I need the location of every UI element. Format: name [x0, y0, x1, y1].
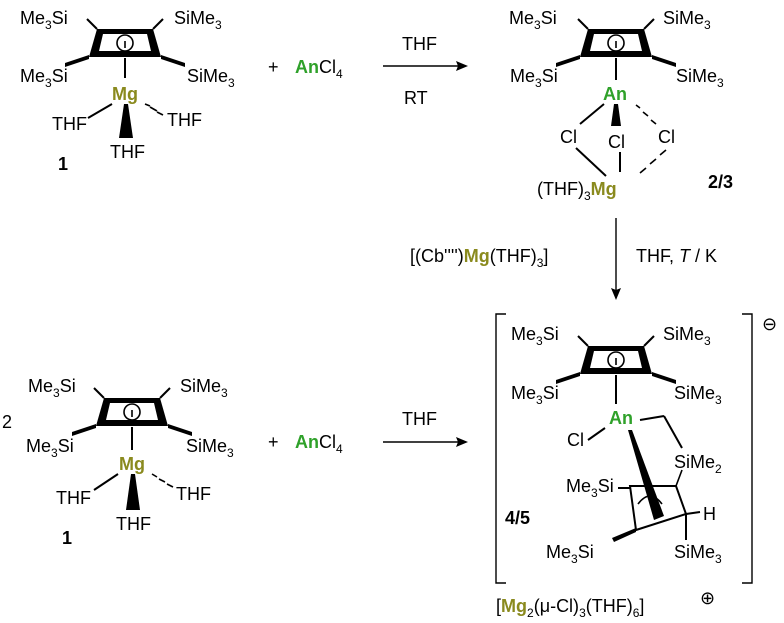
sime2-label: SiMe2 — [674, 452, 722, 476]
reaction-arrow-3: THF — [383, 409, 468, 447]
me3si-label: Me3Si — [546, 542, 594, 566]
plus-sign: + — [268, 57, 279, 77]
cl-atom: Cl — [567, 430, 584, 450]
me3si-label: Me3Si — [511, 324, 559, 348]
me3si-label: Me3Si — [511, 383, 559, 407]
sime3-label: SiMe3 — [187, 66, 235, 90]
sime3-label: SiMe3 — [174, 8, 222, 32]
an-atom: An — [603, 84, 627, 104]
sime3-label: SiMe3 — [186, 436, 234, 460]
compound-2-3: Me3Si SiMe3 Me3Si SiMe3 An Cl Cl Cl (THF… — [509, 8, 733, 203]
me3si-label: Me3Si — [28, 376, 76, 400]
plus-sign: + — [268, 432, 279, 452]
reaction-arrow-1: THF RT — [383, 34, 468, 108]
compound-number: 2/3 — [708, 172, 733, 192]
thf-ligand: THF — [167, 110, 202, 130]
me3si-label: Me3Si — [566, 476, 614, 500]
ancl4-reagent: AnCl4 — [295, 432, 343, 456]
an-atom: An — [609, 408, 633, 428]
cation-formula: [Mg2(μ-Cl)3(THF)6] — [496, 596, 644, 620]
sime3-label: SiMe3 — [674, 542, 722, 566]
me3si-label: Me3Si — [510, 66, 558, 90]
sime3-label: SiMe3 — [674, 383, 722, 407]
counter-cation: [Mg2(μ-Cl)3(THF)6] ⊕ — [496, 588, 715, 620]
left-bracket — [495, 313, 506, 584]
solvent-label: THF — [402, 409, 437, 429]
sime3-label: SiMe3 — [663, 324, 711, 348]
me3si-label: Me3Si — [26, 436, 74, 460]
temperature-label: RT — [404, 88, 428, 108]
anion-charge: ⊖ — [762, 314, 777, 334]
compound-1-top: Me3Si SiMe3 Me3Si SiMe3 Mg THF THF THF 1 — [20, 8, 235, 174]
me3si-label: Me3Si — [509, 8, 557, 32]
thf-ligand: THF — [116, 514, 151, 534]
solvent-label: THF — [402, 34, 437, 54]
sime3-label: SiMe3 — [676, 66, 724, 90]
compound-number: 1 — [58, 154, 68, 174]
h-atom: H — [703, 504, 716, 524]
sime3-label: SiMe3 — [180, 376, 228, 400]
sime3-label: SiMe3 — [663, 8, 711, 32]
cl-atom: Cl — [658, 127, 675, 147]
cl-atom: Cl — [608, 132, 625, 152]
thf-ligand: THF — [110, 142, 145, 162]
mg-atom: Mg — [112, 84, 138, 104]
me3si-label: Me3Si — [20, 8, 68, 32]
reagent-label: [(Cb'''')Mg(THF)3] — [410, 246, 548, 270]
thf3-label: (THF)3Mg — [537, 179, 617, 203]
compound-1-bottom: 2 Me3Si SiMe3 Me3Si SiMe3 Mg THF THF THF… — [2, 376, 234, 548]
compound-4-5: ⊖ Me3Si SiMe3 Me3Si SiMe3 An Cl SiMe2 Me… — [495, 313, 777, 584]
right-bracket — [742, 313, 753, 584]
mg-atom: Mg — [119, 454, 145, 474]
compound-number: 1 — [62, 528, 72, 548]
reaction-arrow-2: [(Cb'''')Mg(THF)3] THF, T / K — [410, 218, 717, 300]
me3si-label: Me3Si — [20, 66, 68, 90]
thf-ligand: THF — [52, 114, 87, 134]
cation-charge: ⊕ — [700, 588, 715, 608]
cl-atom: Cl — [560, 127, 577, 147]
thf-ligand: THF — [176, 484, 211, 504]
ancl4-reagent: AnCl4 — [295, 57, 343, 81]
compound-number: 4/5 — [505, 508, 530, 528]
conditions-label: THF, T / K — [636, 246, 717, 266]
stoichiometry: 2 — [2, 412, 12, 432]
thf-ligand: THF — [56, 488, 91, 508]
